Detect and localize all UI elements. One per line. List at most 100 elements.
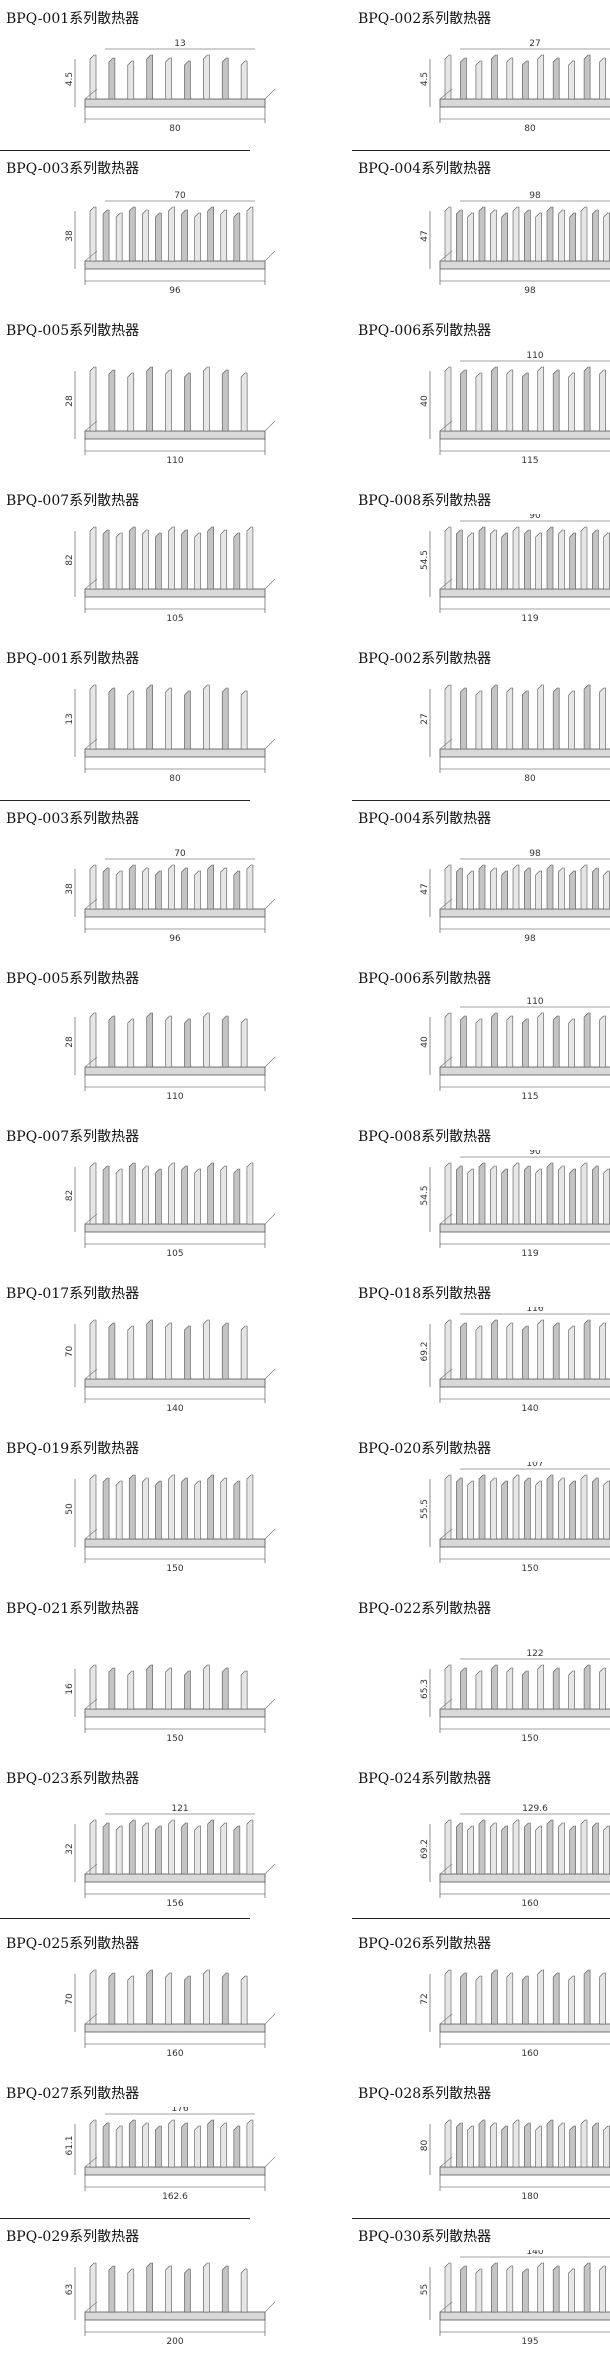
top-dimension-label: 129.6 xyxy=(522,1804,548,1814)
heatsink-fin xyxy=(467,1480,474,1540)
heatsink-fin xyxy=(246,864,254,910)
heatsink-fin xyxy=(475,60,483,100)
product-title: BPQ-026系列散热器 xyxy=(358,1936,492,1952)
heatsink-fin xyxy=(89,366,97,432)
heatsink-fin xyxy=(115,870,123,910)
top-dimension-label: 90 xyxy=(529,514,541,521)
width-dimension-label: 98 xyxy=(524,286,536,296)
height-dimension-label: 13 xyxy=(65,713,75,724)
heatsink-fin xyxy=(568,1670,575,1710)
heatsink-fin xyxy=(592,1477,599,1540)
height-dimension-label: 16 xyxy=(65,1683,75,1695)
heatsink-fin xyxy=(181,1165,188,1225)
heatsink-fin xyxy=(512,1162,520,1225)
heatsink-base xyxy=(439,1708,610,1718)
top-dimension-label: 122 xyxy=(526,1649,543,1659)
heatsink-base xyxy=(439,2023,610,2033)
heatsink-fin xyxy=(444,2119,452,2168)
product-title: BPQ-002系列散热器 xyxy=(358,651,492,667)
heatsink-fin xyxy=(475,1975,483,2025)
heatsink-fin xyxy=(233,1480,241,1540)
heatsink-fin xyxy=(127,2268,135,2313)
heatsink-fin xyxy=(246,1819,254,1875)
product-title: BPQ-008系列散热器 xyxy=(358,493,492,509)
heatsink-fin xyxy=(165,1667,172,1710)
heatsink-fin xyxy=(599,1322,606,1380)
heatsink-fin xyxy=(568,2268,575,2313)
heatsink-fin xyxy=(240,60,248,100)
heatsink-fin xyxy=(127,1018,135,1068)
heatsink-fin xyxy=(558,2122,565,2168)
heatsink-fin xyxy=(146,2262,153,2313)
heatsink-fin xyxy=(181,529,188,590)
heatsink-fin xyxy=(524,2122,531,2168)
heatsink-base xyxy=(84,260,266,270)
product-title: BPQ-007系列散热器 xyxy=(6,1129,140,1145)
heatsink-base xyxy=(84,1708,266,1718)
heatsink-fin xyxy=(240,1018,248,1068)
heatsink-fin xyxy=(128,206,136,262)
heatsink-fin xyxy=(89,864,97,910)
heatsink-fin xyxy=(537,2262,545,2313)
heatsink-base xyxy=(84,2023,266,2033)
heatsink-fin xyxy=(155,1168,162,1225)
top-dimension-label: 70 xyxy=(174,849,186,859)
width-dimension-label: 150 xyxy=(521,1734,538,1744)
heatsink-fin xyxy=(583,684,591,750)
heatsink-fin xyxy=(501,1480,508,1540)
heatsink-fin xyxy=(599,57,606,100)
heatsink-fin xyxy=(535,2125,542,2168)
heatsink-fin xyxy=(537,684,545,750)
heatsink-fin xyxy=(603,870,610,910)
product-title: BPQ-024系列散热器 xyxy=(358,1771,492,1787)
heatsink-fin xyxy=(546,1162,554,1225)
heatsink-base xyxy=(439,1873,610,1883)
heatsink-fin xyxy=(599,687,606,750)
heatsink-fin xyxy=(203,1012,210,1068)
heatsink-fin xyxy=(165,57,172,100)
heatsink-fin xyxy=(233,1168,241,1225)
heatsink-fin xyxy=(569,1825,576,1875)
product-title: BPQ-001系列散热器 xyxy=(6,651,140,667)
heatsink-fin xyxy=(478,864,486,910)
heatsink-fin xyxy=(115,1480,123,1540)
heatsink-fin xyxy=(558,1477,565,1540)
heatsink-fin xyxy=(102,209,110,262)
heatsink-fin xyxy=(501,212,508,262)
height-dimension-label: 55 xyxy=(420,2284,430,2295)
heatsink-fin xyxy=(568,1975,575,2025)
heatsink-fin xyxy=(580,1162,588,1225)
heatsink-fin xyxy=(512,526,520,590)
heatsink-fin xyxy=(203,2262,210,2313)
width-dimension-label: 105 xyxy=(166,614,183,624)
heatsink-fin xyxy=(220,1165,228,1225)
heatsink-fin xyxy=(569,2125,576,2168)
heatsink-fin xyxy=(569,532,576,590)
height-dimension-label: 50 xyxy=(65,1503,75,1515)
product-title: BPQ-030系列散热器 xyxy=(358,2229,492,2245)
product-title: BPQ-019系列散热器 xyxy=(6,1441,140,1457)
heatsink-fin xyxy=(168,1819,175,1875)
heatsink-fin xyxy=(521,690,529,750)
width-dimension-label: 195 xyxy=(521,2337,538,2347)
heatsink-fin xyxy=(491,1664,498,1710)
heatsink-fin xyxy=(583,366,591,432)
heatsink-fin xyxy=(127,1325,135,1380)
top-dimension-label: 98 xyxy=(529,191,541,201)
heatsink-fin xyxy=(599,369,606,432)
heatsink-fin xyxy=(444,1474,452,1540)
height-dimension-label: 70 xyxy=(65,1993,75,2005)
heatsink-fin xyxy=(460,2265,467,2313)
top-dimension-label: 116 xyxy=(526,1307,543,1314)
heatsink-fin xyxy=(467,1825,474,1875)
heatsink-base xyxy=(439,1378,610,1388)
heatsink-fin xyxy=(460,57,467,100)
